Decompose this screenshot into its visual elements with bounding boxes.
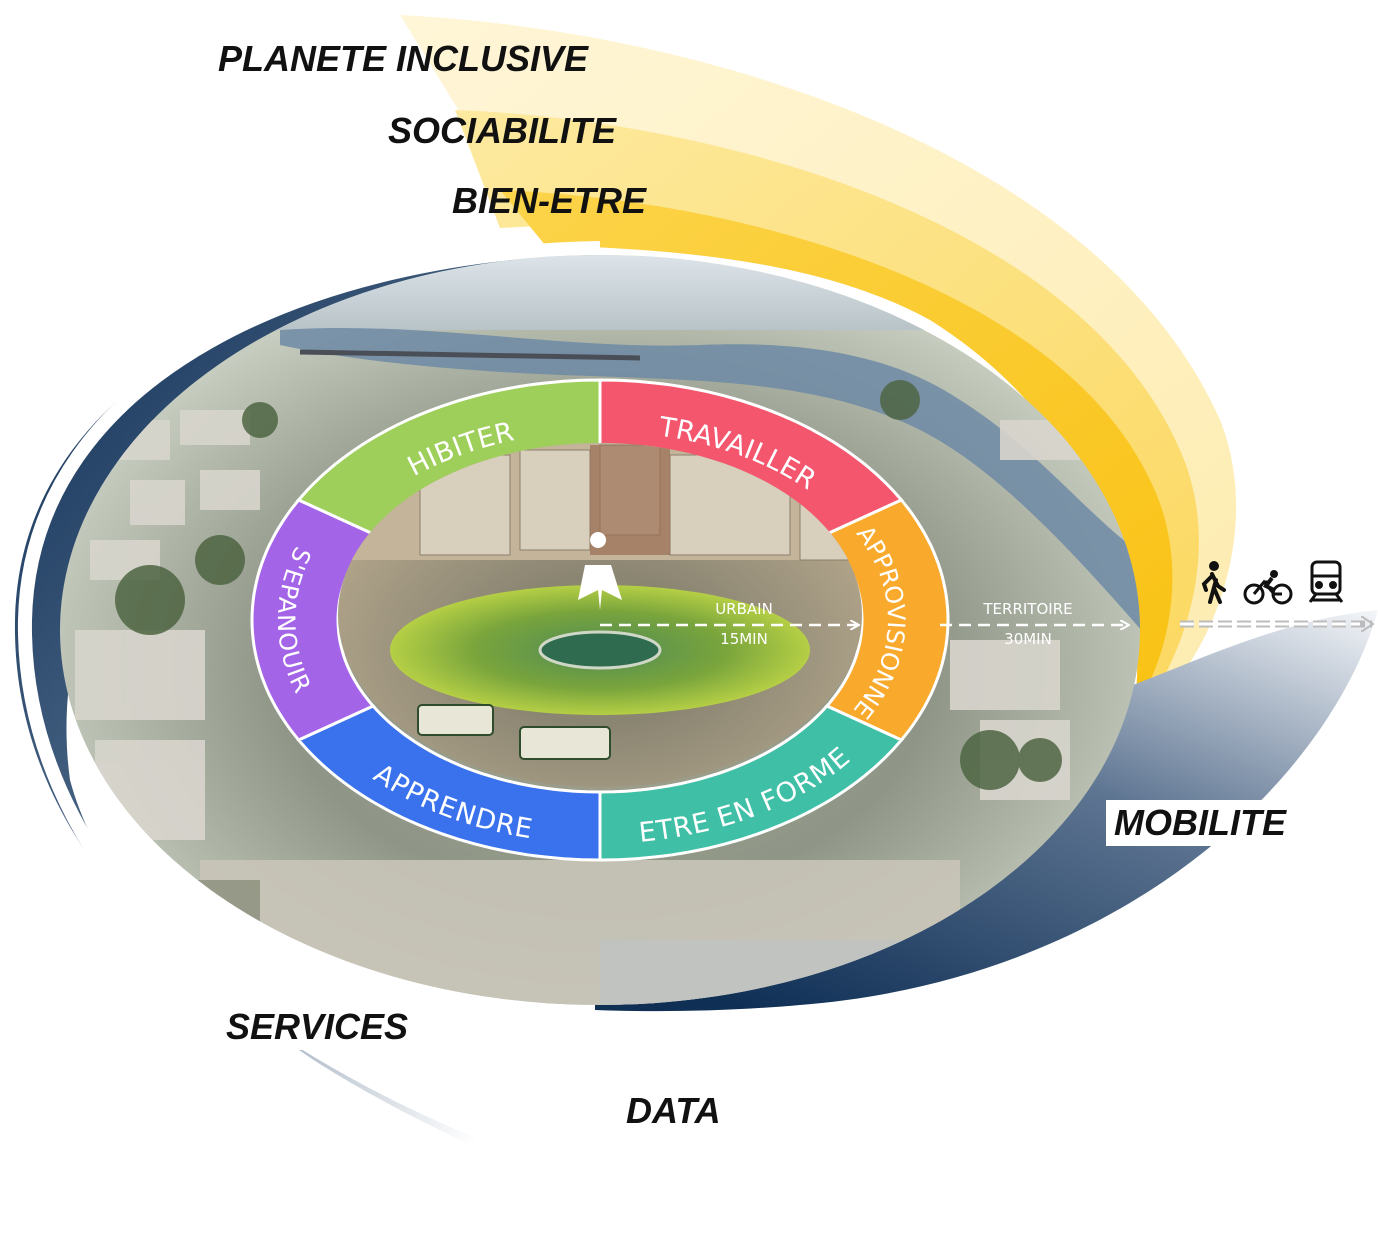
bus <box>417 704 611 760</box>
person-pin-icon <box>578 532 622 610</box>
walking-person-icon <box>1201 561 1226 604</box>
services-label: SERVICES <box>218 1004 417 1050</box>
bien-etre-arc <box>500 190 1173 700</box>
services-arrowhead <box>536 1154 617 1237</box>
bien-etre-label: BIEN-ETRE <box>452 180 647 221</box>
bicycle-icon <box>1243 570 1293 605</box>
territoire-time-label: 30MIN <box>1004 630 1052 648</box>
train-icon <box>1308 560 1344 603</box>
planete-inclusive-label: PLANETE INCLUSIVE <box>218 38 589 79</box>
mobilite-label: MOBILITE <box>1106 800 1294 846</box>
sociabilite-label: SOCIABILITE <box>388 110 617 151</box>
territoire-label: TERRITOIRE <box>982 600 1072 618</box>
urbain-label: URBAIN <box>715 600 773 618</box>
services-arrow-outline <box>17 241 601 1202</box>
data-label: DATA <box>626 1090 721 1131</box>
urbain-time-label: 15MIN <box>720 630 768 648</box>
mobilite-swoosh <box>595 610 1378 1012</box>
